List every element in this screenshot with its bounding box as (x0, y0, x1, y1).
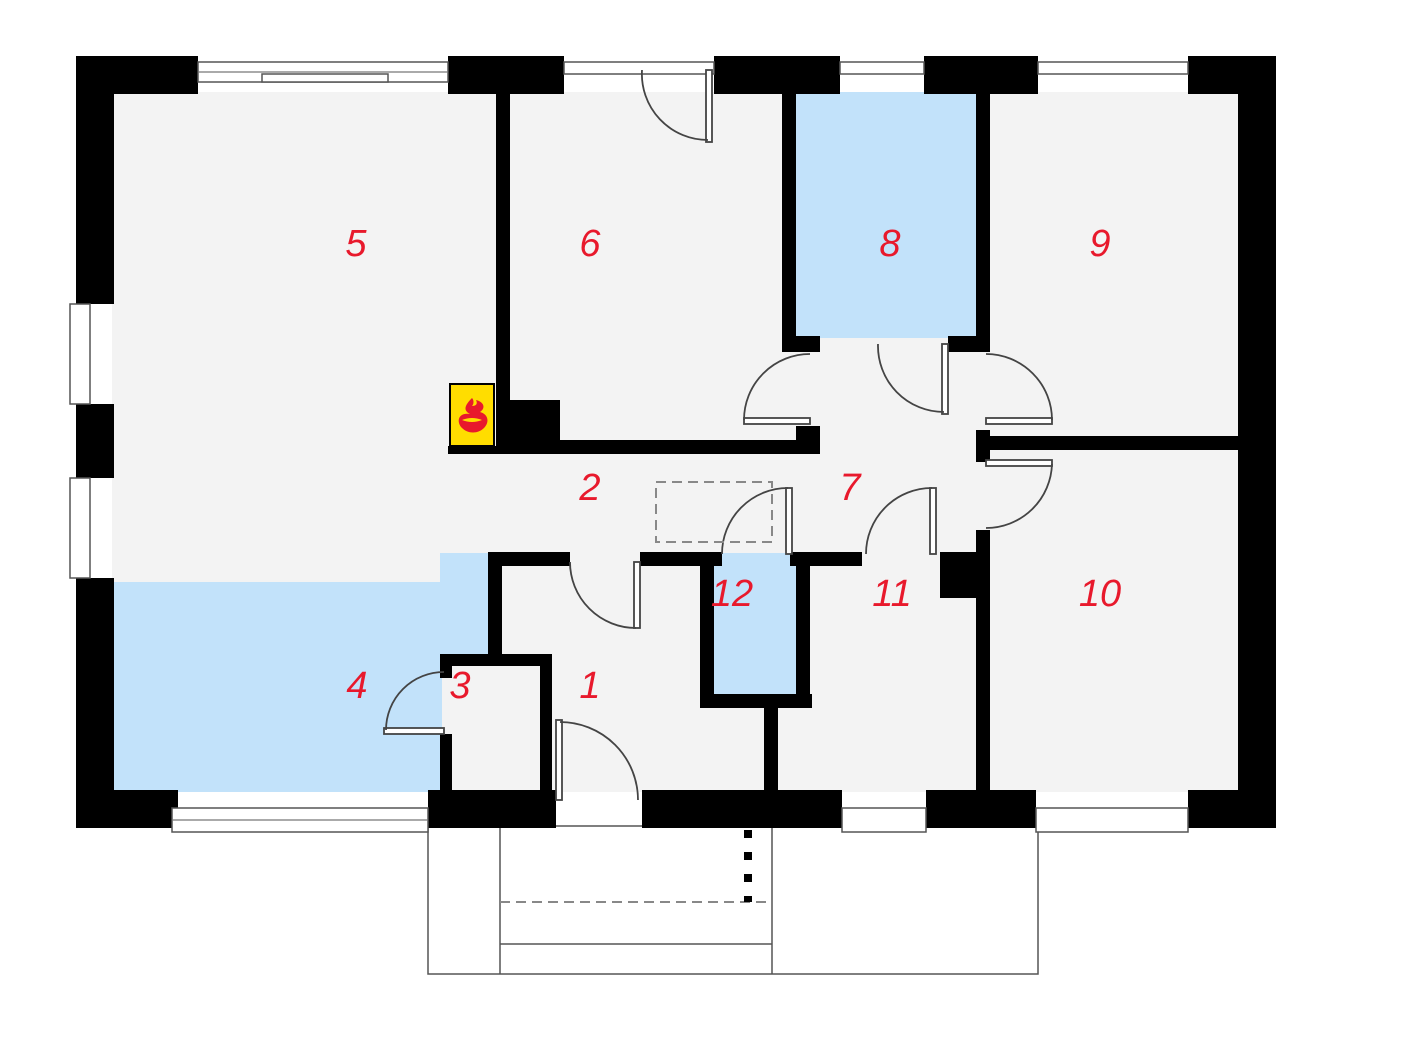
room-label-5: 5 (345, 223, 367, 265)
doors (383, 69, 1053, 801)
room-label-8: 8 (879, 223, 900, 265)
door-room-6-terrace[interactable] (641, 69, 713, 143)
room-label-6: 6 (579, 223, 601, 265)
door-room-1[interactable] (569, 561, 641, 629)
room-label-4: 4 (346, 665, 367, 707)
door-room-8[interactable] (877, 343, 949, 415)
room-label-10: 10 (1079, 573, 1121, 615)
windows (69, 61, 1189, 833)
room-label-1: 1 (579, 665, 600, 707)
interior-walls (440, 92, 1240, 792)
outer-walls (76, 56, 1276, 828)
door-entrance[interactable] (555, 719, 639, 801)
fireplace-icon (449, 383, 495, 447)
room-label-9: 9 (1089, 223, 1110, 265)
room-labels: 1 2 3 4 5 6 7 8 9 10 11 12 (345, 223, 1121, 707)
terrace (427, 825, 1039, 975)
door-room-9[interactable] (985, 353, 1053, 425)
door-room-3[interactable] (383, 671, 445, 735)
door-room-11[interactable] (865, 487, 937, 555)
room-label-11: 11 (872, 573, 911, 615)
hall-skylight-outline (655, 481, 773, 543)
door-room-10[interactable] (985, 459, 1053, 529)
door-room-6[interactable] (743, 353, 811, 425)
room-label-12: 12 (711, 573, 753, 615)
room-label-2: 2 (578, 467, 600, 509)
wet-floor-room-8 (796, 92, 976, 338)
room-label-7: 7 (839, 467, 862, 509)
wet-floor-room-12 (712, 553, 800, 695)
room-label-3: 3 (449, 665, 470, 707)
